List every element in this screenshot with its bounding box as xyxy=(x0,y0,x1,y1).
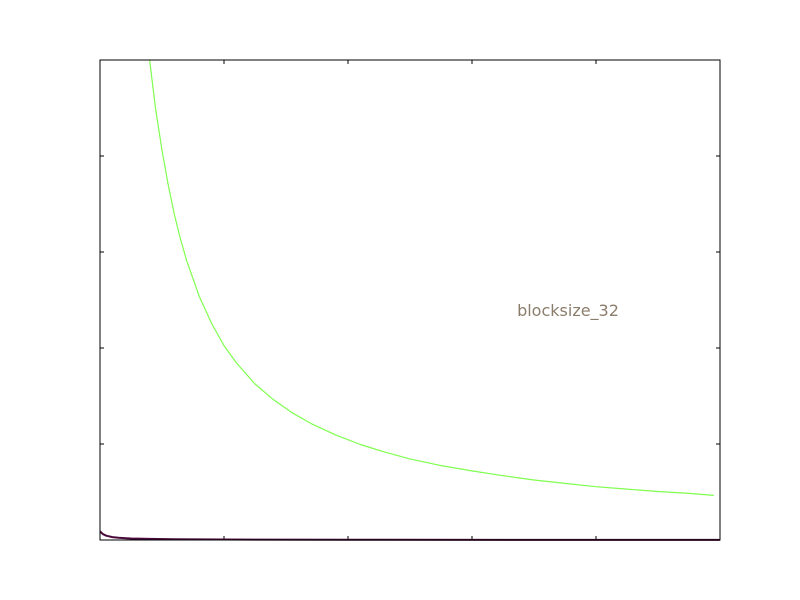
series-line-1 xyxy=(149,59,714,496)
plot-area xyxy=(100,60,720,540)
chart-annotation: blocksize_32 xyxy=(517,301,619,321)
plot-frame xyxy=(99,59,721,541)
